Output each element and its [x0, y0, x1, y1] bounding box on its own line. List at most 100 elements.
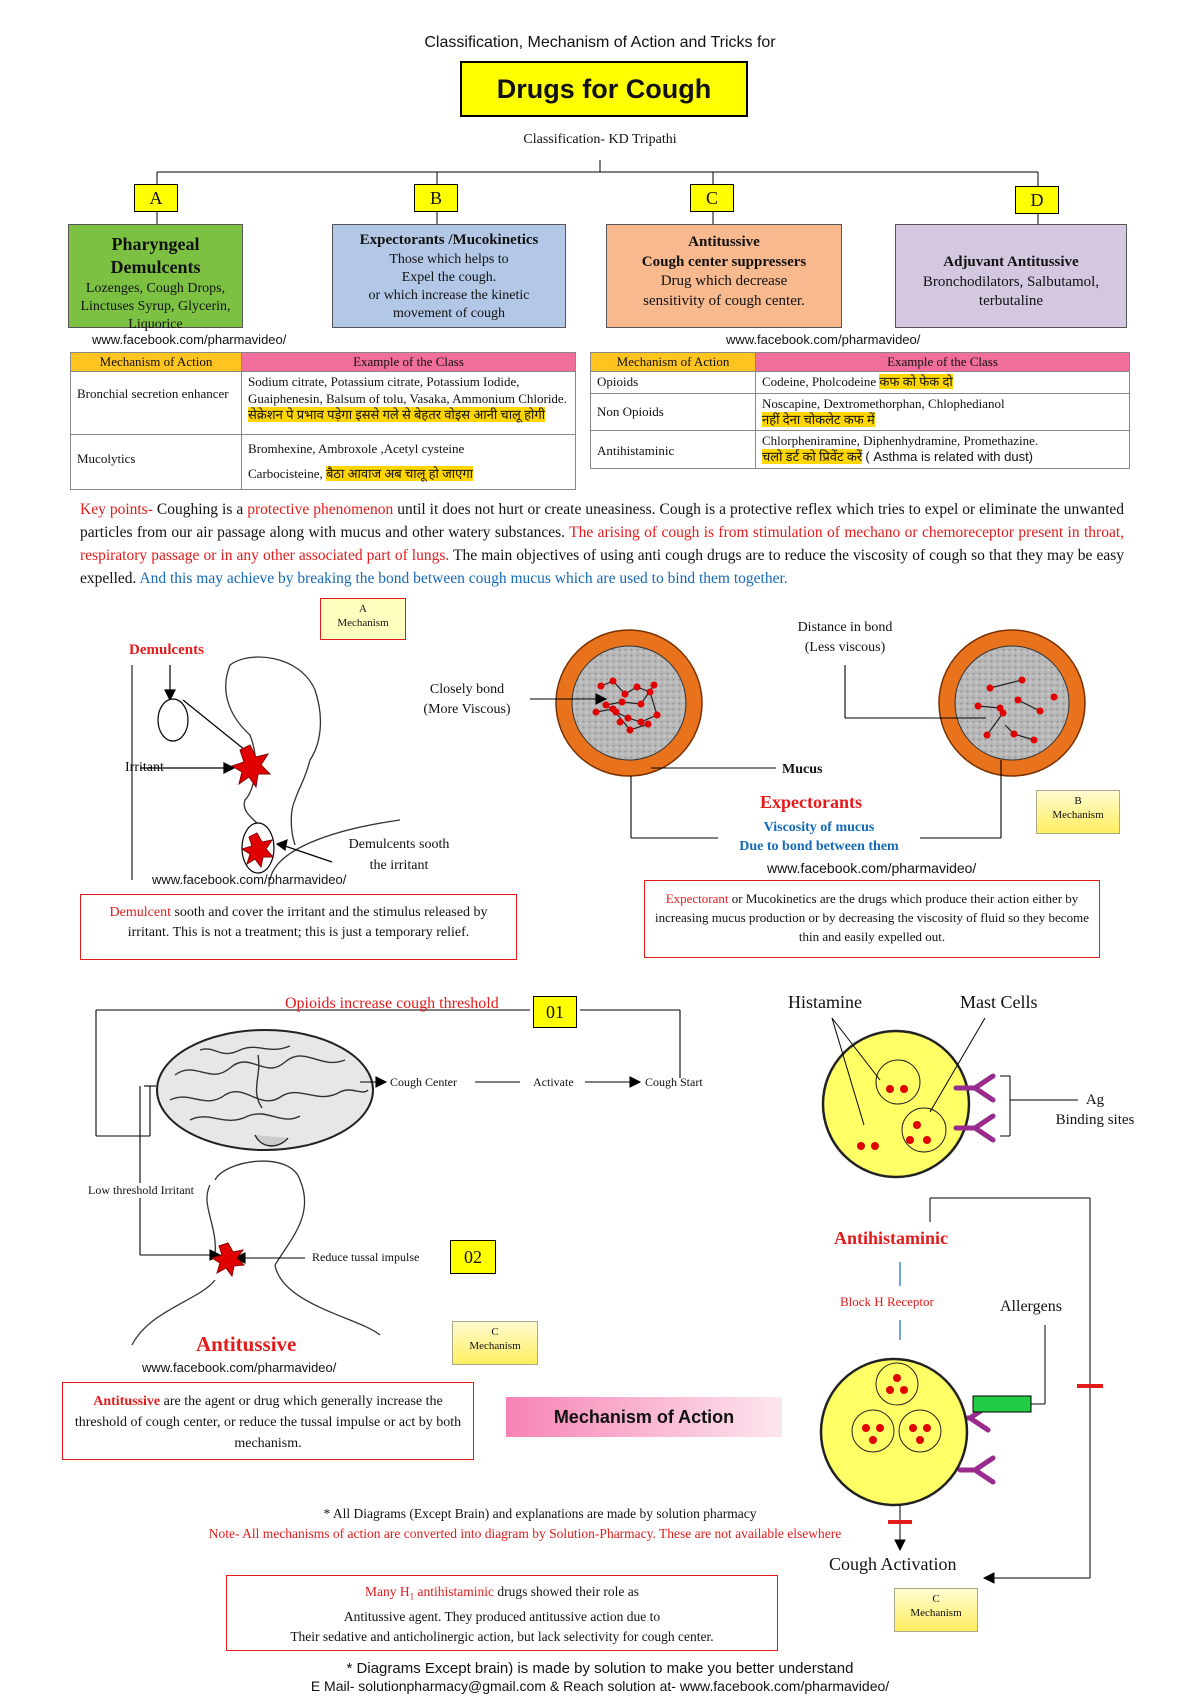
class-b-line: movement of cough	[393, 306, 505, 322]
key-points-blue: And this may achieve by breaking the bon…	[139, 570, 788, 587]
mechanism-tag-b: B Mechanism	[1036, 790, 1120, 834]
key-points: Key points- Coughing is a protective phe…	[80, 498, 1124, 590]
mast-cells-label: Mast Cells	[960, 992, 1038, 1012]
watermark: www.facebook.com/pharmavideo/	[142, 1360, 337, 1375]
class-box-adjuvant: Adjuvant Antitussive Bronchodilators, Sa…	[895, 224, 1127, 328]
viscosity-label: Viscosity of mucus Due to bond between t…	[706, 818, 932, 856]
class-b-line: Those which helps to	[389, 251, 509, 267]
explanation-keyword: Antitussive	[93, 1394, 161, 1409]
cough-activation-label: Cough Activation	[829, 1554, 957, 1574]
class-box-expectorants: Expectorants /Mucokinetics Those which h…	[332, 224, 566, 328]
h1-text: drugs showed their role as	[497, 1584, 640, 1599]
h1-antihistaminic-box: Many H1 antihistaminic drugs showed thei…	[226, 1575, 778, 1651]
demulcent-explanation: Demulcent sooth and cover the irritant a…	[80, 894, 517, 960]
low-threshold-label: Low threshold Irritant	[88, 1183, 194, 1198]
key-points-highlight: The arising of cough is from stimulation…	[80, 524, 1124, 564]
table-cell-example: Bromhexine, Ambroxole ,Acetyl cysteine	[248, 441, 465, 457]
block-receptor-label: Block H Receptor	[840, 1294, 934, 1309]
tag-label: Mechanism	[469, 1339, 521, 1352]
table-header: Example of the Class	[755, 351, 1130, 373]
class-b-title: Expectorants /Mucokinetics	[359, 232, 539, 248]
tag-label: Mechanism	[910, 1606, 962, 1619]
cough-center-label: Cough Center	[390, 1075, 457, 1089]
allergen-block	[972, 1395, 1032, 1413]
viscosity-line: Due to bond between them	[739, 839, 899, 854]
explanation-keyword: Expectorant	[665, 891, 729, 906]
watermark: www.facebook.com/pharmavideo/	[152, 872, 347, 887]
class-d-line: Bronchodilators, Salbutamol,	[922, 273, 1100, 290]
table-cell-example: Sodium citrate, Potassium citrate, Potas…	[248, 374, 567, 406]
table-antitussives: Mechanism of Action Example of the Class…	[590, 351, 1130, 469]
explanation-text: or Mucokinetics are the drugs which prod…	[655, 891, 1089, 944]
mucus-label: Mucus	[782, 762, 823, 777]
footer-line: * Diagrams Except brain) is made by solu…	[346, 1660, 854, 1677]
tag-letter: A	[359, 603, 367, 615]
tag-label: Mechanism	[337, 616, 389, 629]
demulcents-sooth-label: Demulcents sooth the irritant	[334, 834, 464, 876]
class-letter-b: B	[414, 184, 458, 212]
h1-text: Their sedative and anticholinergic actio…	[290, 1628, 714, 1644]
table-cell-mechanism: Non Opioids	[590, 392, 756, 431]
footer-contact: E Mail- solutionpharmacy@gmail.com & Rea…	[310, 1678, 890, 1694]
sooth-line: the irritant	[369, 858, 429, 873]
distance-bond-label: Distance in bond (Less viscous)	[780, 618, 910, 658]
expectorant-explanation: Expectorant or Mucokinetics are the drug…	[644, 880, 1100, 958]
class-c-title: Antitussive	[688, 234, 760, 250]
tree-connectors	[156, 160, 1039, 224]
hindi-trick: सेक्रेशन पे प्रभाव पड़ेगा इससे गले से बे…	[248, 406, 546, 422]
class-b-line: or which increase the kinetic	[368, 287, 530, 303]
sooth-line: Demulcents sooth	[348, 837, 450, 852]
closely-line: (More Viscous)	[423, 702, 511, 717]
hindi-trick: नहीं देना चोकलेट कफ में	[762, 411, 875, 427]
table-row: Antihistaminic Chlorpheniramine, Diphenh…	[590, 430, 1130, 469]
antihistaminic-title: Antihistaminic	[834, 1228, 949, 1248]
key-points-text: Coughing is a	[156, 501, 244, 518]
table-row: Bronchial secretion enhancer Sodium citr…	[70, 371, 576, 436]
table-row: Non Opioids Noscapine, Dextromethorphan,…	[590, 392, 1130, 431]
tag-letter: C	[491, 1326, 499, 1338]
table-cell-mechanism: Bronchial secretion enhancer	[70, 371, 242, 436]
explanation-text: are the agent or drug which generally in…	[74, 1394, 462, 1451]
explanation-keyword: Demulcent	[109, 905, 171, 920]
class-box-demulcents: Pharyngeal Demulcents Lozenges, Cough Dr…	[68, 224, 243, 332]
class-a-title: Pharyngeal Demulcents	[110, 234, 201, 278]
class-letter-c: C	[690, 184, 734, 212]
viscosity-line: Viscosity of mucus	[763, 820, 875, 835]
table-cell-mechanism: Mucolytics	[70, 434, 242, 491]
step-02: 02	[450, 1240, 496, 1274]
class-a-line: Liquorice	[128, 317, 183, 333]
h1-subscript: 1	[409, 1591, 415, 1602]
step-01: 01	[533, 996, 577, 1028]
class-d-title: Adjuvant Antitussive	[943, 254, 1079, 270]
table-row: Opioids Codeine, Pholcodeine कफ को फेक द…	[590, 371, 1130, 394]
class-c-line: sensitivity of cough center.	[643, 292, 805, 309]
table-cell-example: Carbocisteine,	[248, 465, 323, 481]
tag-letter: C	[932, 1593, 940, 1605]
closely-line: Closely bond	[429, 682, 505, 697]
closely-bond-label: Closely bond (More Viscous)	[402, 680, 532, 720]
class-d-line: terbutaline	[978, 293, 1044, 309]
ag-line: Ag	[1085, 1092, 1105, 1108]
class-c-line: Drug which decrease	[660, 273, 788, 289]
class-letter-a: A	[134, 184, 178, 212]
demulcents-label: Demulcents	[129, 642, 204, 658]
table-cell-mechanism: Antihistaminic	[590, 430, 756, 469]
classification-source: Classification- KD Tripathi	[523, 132, 677, 147]
distance-line: Distance in bond	[797, 620, 893, 635]
table-expectorants: Mechanism of Action Example of the Class…	[70, 351, 576, 491]
class-box-antitussive: Antitussive Cough center suppressers Dru…	[606, 224, 842, 328]
brain-icon	[156, 1029, 374, 1151]
cough-start-label: Cough Start	[645, 1075, 703, 1089]
watermark: www.facebook.com/pharmavideo/	[726, 332, 921, 347]
class-b-line: Expel the cough.	[401, 269, 497, 285]
hindi-trick: चलो डर्ट को प्रिवेंट करें	[762, 449, 863, 465]
mast-cell	[819, 1357, 969, 1507]
table-header: Mechanism of Action	[590, 351, 756, 373]
distance-line: (Less viscous)	[804, 640, 886, 655]
tag-label: Mechanism	[1052, 808, 1104, 821]
table-header: Example of the Class	[241, 351, 576, 373]
irritant-label: Irritant	[125, 760, 164, 775]
class-letter-d: D	[1015, 186, 1059, 214]
table-header: Mechanism of Action	[70, 351, 242, 373]
activate-label: Activate	[533, 1075, 574, 1089]
